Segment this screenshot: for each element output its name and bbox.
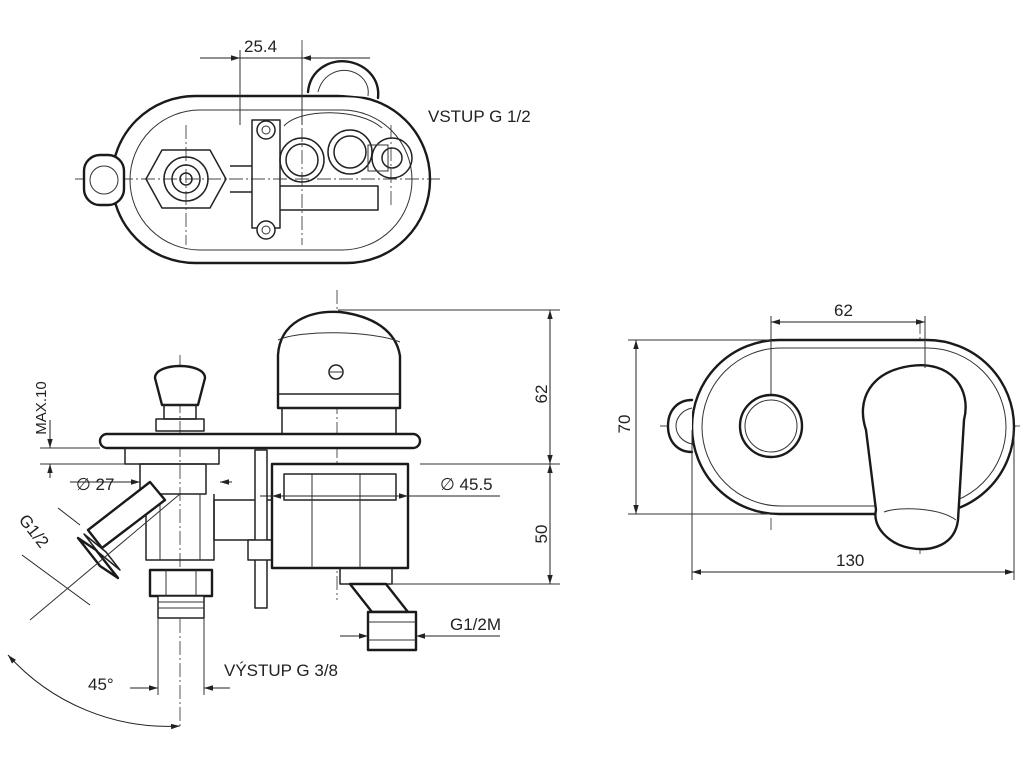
front-lever-handle	[861, 363, 967, 551]
dim-outlet-thread: G1/2M	[450, 615, 501, 634]
front-center-circle	[738, 393, 804, 459]
side-rod	[254, 449, 268, 609]
angle-label: 45°	[88, 675, 114, 694]
side-outlet-fitting	[366, 610, 418, 652]
side-handle	[276, 310, 402, 410]
top-inlet-stub	[82, 153, 126, 207]
dim-max-label: MAX.10	[33, 381, 50, 434]
top-port-a	[279, 137, 325, 183]
side-outlet-nut	[148, 568, 214, 598]
top-port-b	[327, 129, 373, 175]
dim-handle-height: 62	[532, 385, 551, 404]
dim-body-height: 50	[532, 525, 551, 544]
dim-height: 70	[615, 415, 634, 434]
top-handle-lobe	[306, 60, 380, 100]
top-port-c	[371, 137, 413, 179]
inlet-label: VSTUP G 1/2	[428, 107, 531, 126]
dim-center-width: 62	[834, 301, 853, 320]
side-knob	[153, 364, 207, 407]
dim-body-diameter: ∅ 45.5	[440, 475, 493, 494]
dim-collar-diameter: ∅ 27	[76, 475, 114, 494]
outlet-label: VÝSTUP G 3/8	[224, 661, 338, 680]
side-outlet-elbow	[348, 582, 410, 614]
side-cover-plate	[98, 432, 422, 450]
dim-pipe-thread: G1/2	[15, 511, 53, 552]
top-hex-nut	[145, 149, 227, 209]
side-cartridge-body	[270, 462, 410, 570]
dim-total-width: 130	[836, 551, 864, 570]
dim-offset-label: 25.4	[244, 37, 277, 56]
front-inlet-knob	[666, 398, 694, 454]
side-view: 62 50 MAX.10 ∅ 27 ∅ 45.5 G1/2 G1/2M	[7, 290, 560, 730]
top-view: 25.4 VSTUP G 1/2	[75, 37, 531, 265]
front-view: 62 70 130	[615, 301, 1020, 580]
